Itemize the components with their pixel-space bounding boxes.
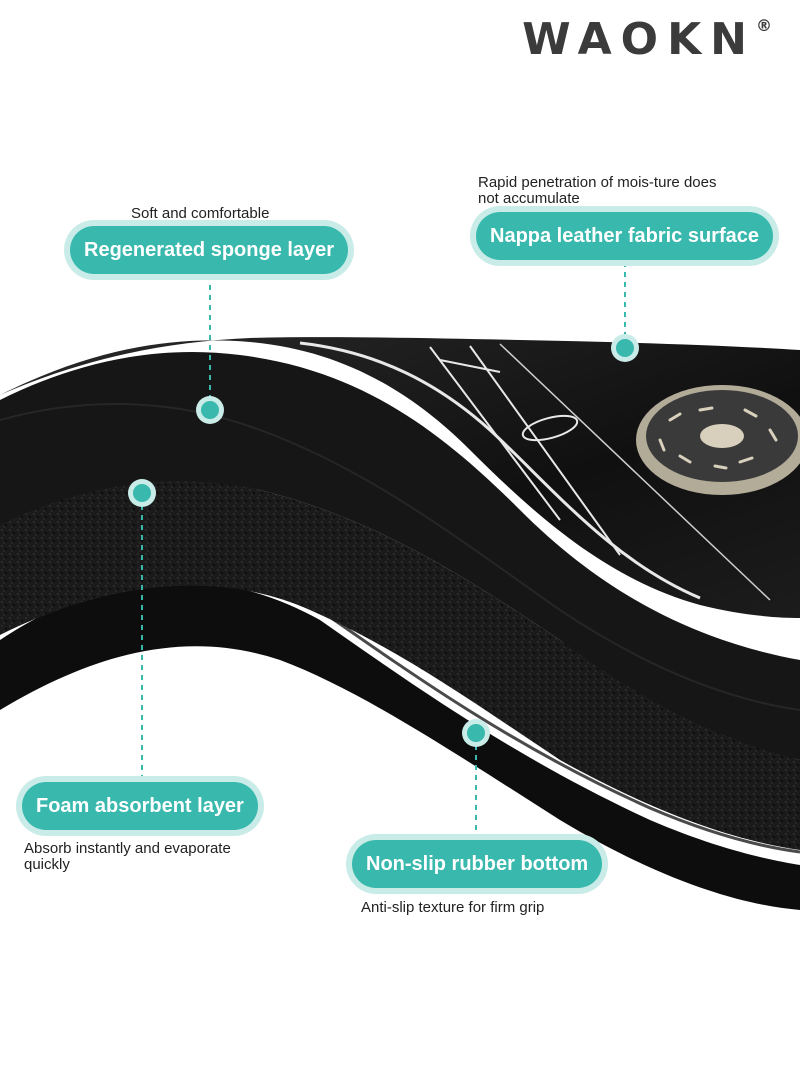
rubber-label: Non-slip rubber bottom xyxy=(352,840,603,888)
brand-logo: WAOKN® xyxy=(522,14,772,65)
rubber-layer xyxy=(0,581,800,910)
sponge-label: Regenerated sponge layer xyxy=(70,226,349,274)
nappa-label: Nappa leather fabric surface xyxy=(476,212,773,260)
nappa-note-line2: not accumulate xyxy=(478,190,580,207)
leather-surface xyxy=(0,337,800,618)
foam-label: Foam absorbent layer xyxy=(22,782,258,830)
donut-print xyxy=(636,385,800,495)
nappa-note-line1: Rapid penetration of mois-ture does xyxy=(478,174,717,191)
sponge-note: Soft and comfortable xyxy=(131,205,270,222)
foam-note: Absorb instantly and evaporate quickly xyxy=(24,841,231,873)
foam-note-line2: quickly xyxy=(24,856,70,873)
rubber-note: Anti-slip texture for firm grip xyxy=(361,899,545,916)
nappa-note: Rapid penetration of mois-ture does not … xyxy=(478,175,716,207)
sponge-layer xyxy=(0,352,800,760)
foam-note-line1: Absorb instantly and evaporate xyxy=(24,840,231,857)
foam-layer xyxy=(0,480,800,850)
